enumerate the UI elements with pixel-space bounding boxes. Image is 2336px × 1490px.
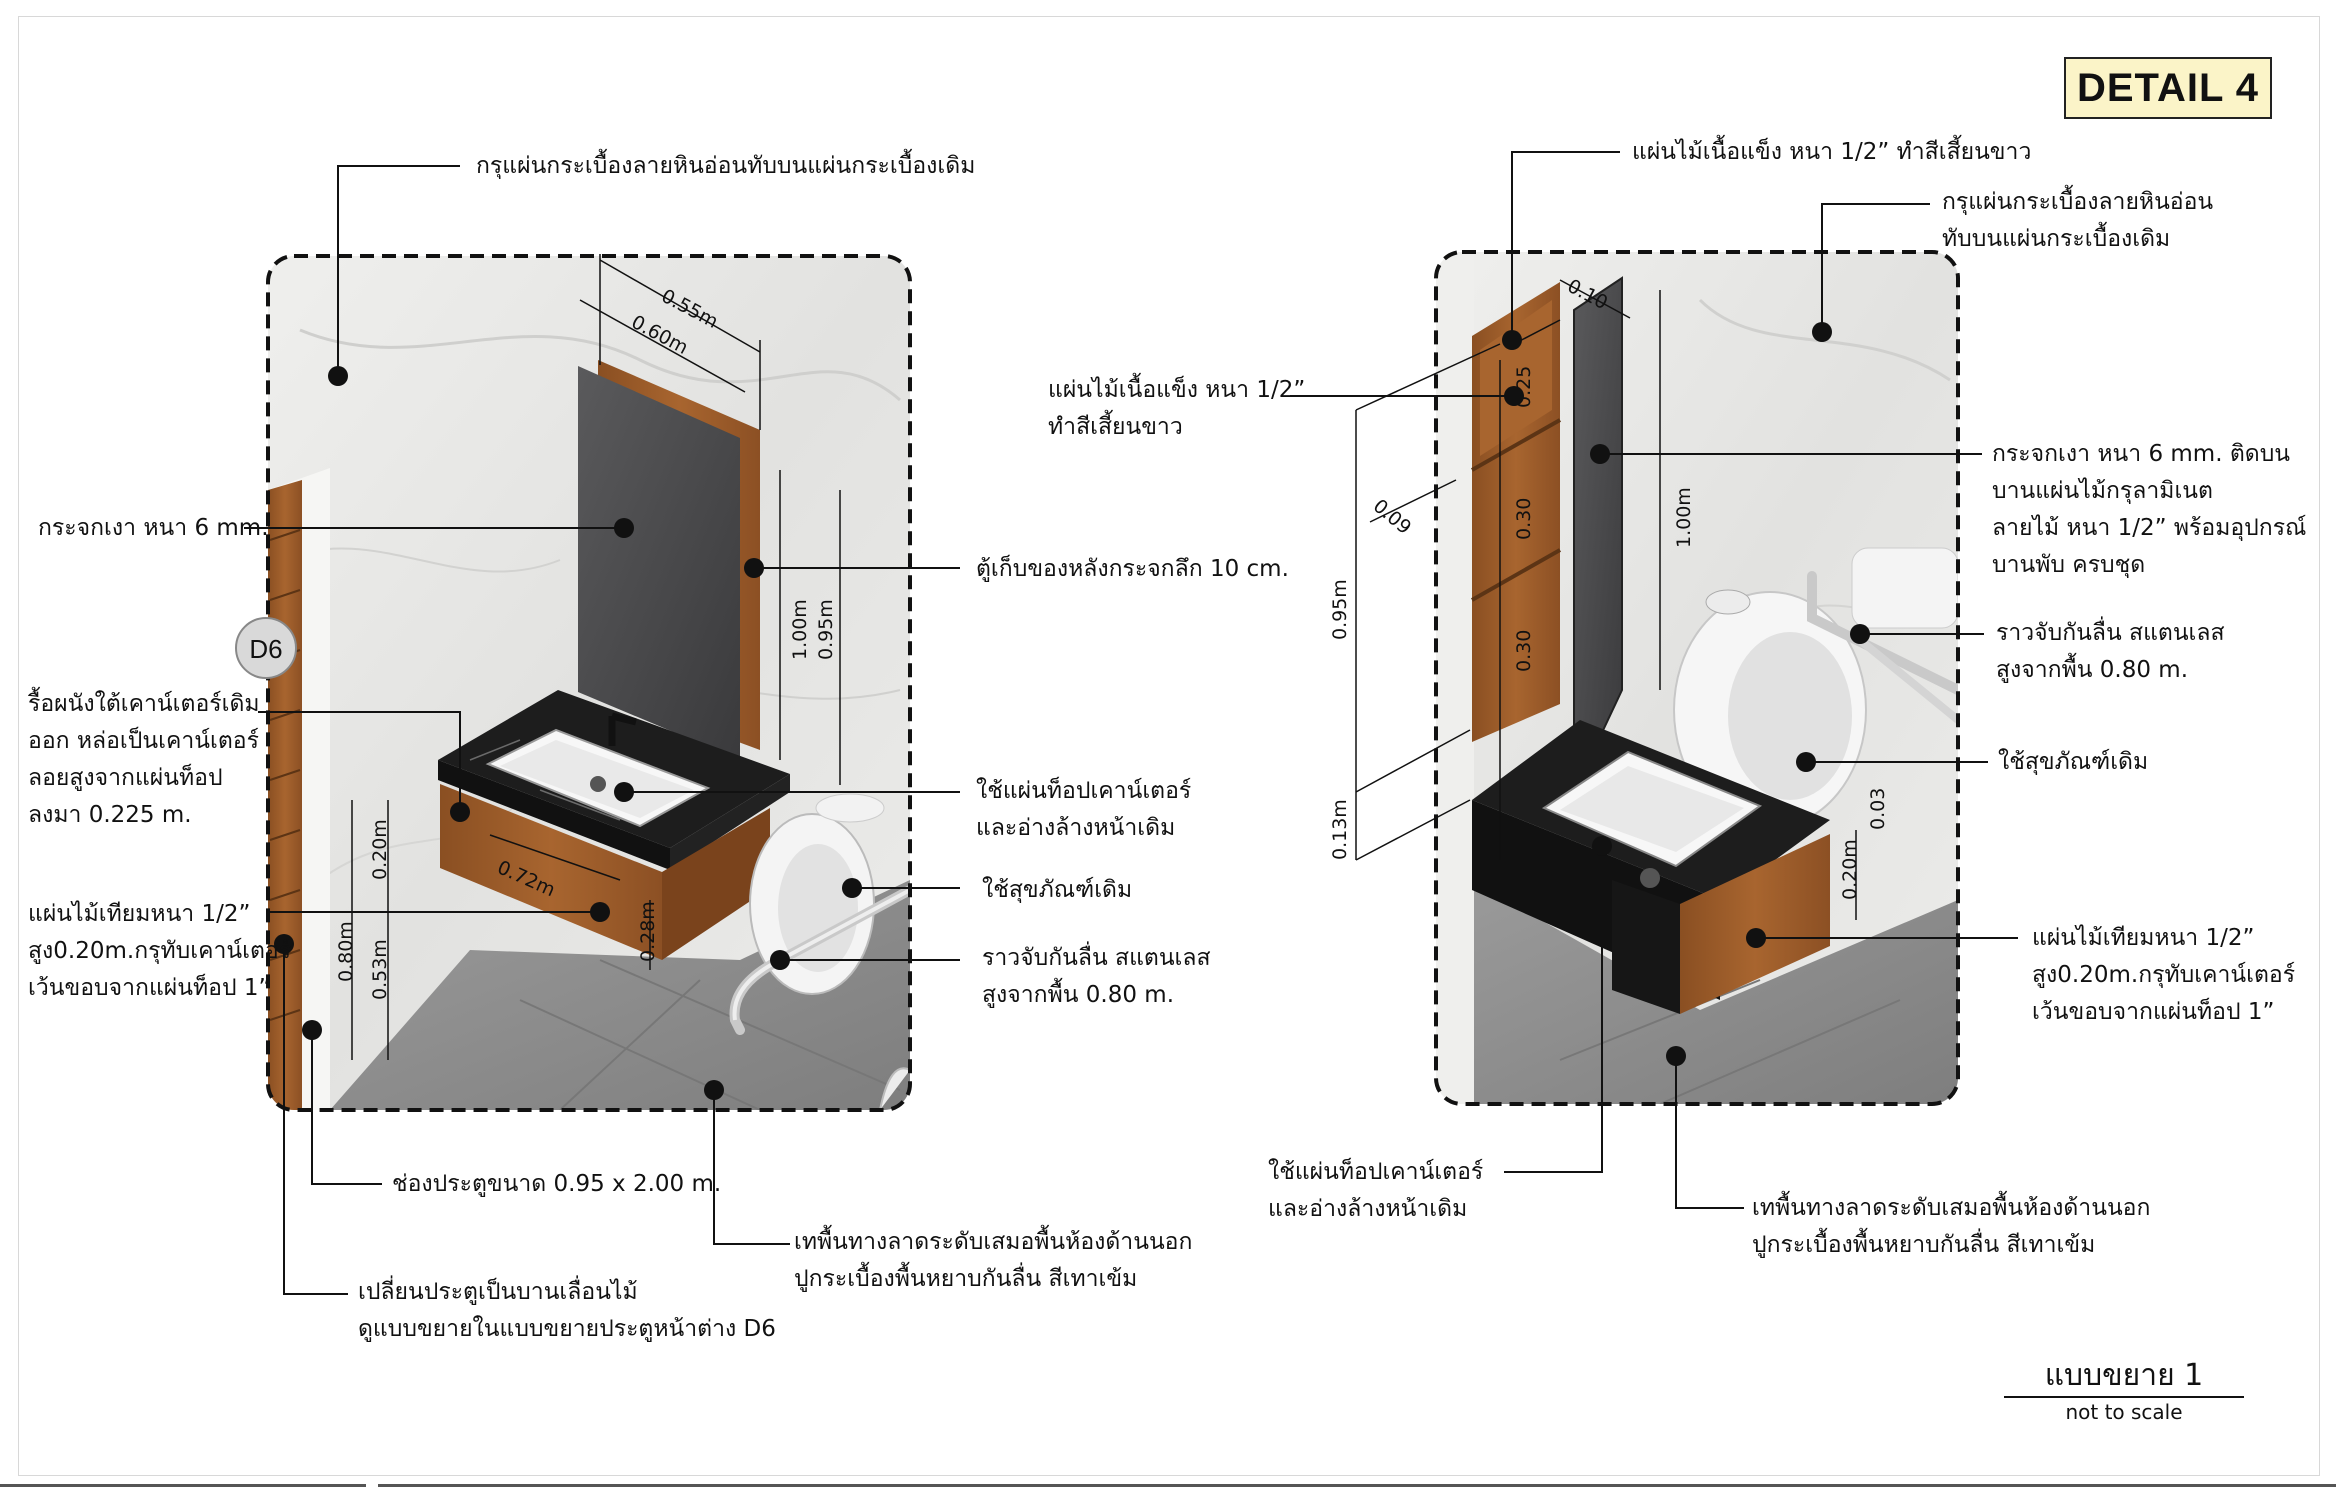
- dim-053: 0.53m: [369, 939, 391, 1000]
- left-leader-dots: [274, 366, 862, 1100]
- label-left-veneer: แผ่นไม้เทียมหนา 1/2” สูง0.20m.กรุทับเคาน…: [28, 901, 292, 1001]
- left-view-frame: [266, 254, 912, 1112]
- right-dimensions: [1355, 279, 1857, 920]
- label-left-door-opening: ช่องประตูขนาด 0.95 x 2.00 m.: [392, 1171, 722, 1197]
- scale-subtitle: not to scale: [2065, 1400, 2183, 1424]
- scale-underline: [2004, 1396, 2244, 1398]
- label-right-grab-bar: ราวจับกันลื่น สแตนเลส สูงจากพื้น 0.80 m.: [1996, 620, 2225, 683]
- left-dimensions: [351, 254, 841, 1060]
- bottom-rule-right: [378, 1484, 2336, 1487]
- label-right-hardwood-side: แผ่นไม้เนื้อแข็ง หนา 1/2” ทำสีเสี้ยนขาว: [1048, 377, 1306, 440]
- dim-r-009: 0.09: [1369, 495, 1416, 539]
- right-view-frame: [1434, 250, 1960, 1106]
- label-right-mirror: กระจกเงา หนา 6 mm. ติดบน บานแผ่นไม้กรุลา…: [1992, 441, 2307, 578]
- dim-r-030a: 0.30: [1513, 498, 1535, 540]
- toilet-tank: [1851, 547, 1958, 629]
- dim-r-020: 0.20m: [1839, 839, 1861, 900]
- left-view: [268, 256, 910, 1110]
- label-left-countertop: ใช้แผ่นท็อปเคาน์เตอร์ และอ่างล้างหน้าเดิ…: [976, 778, 1192, 841]
- grab-bar-right: [1807, 571, 1958, 695]
- right-dimension-text: 0.10 0.25 0.30 0.30 1.00m 0.09 0.95m 0.1…: [1329, 275, 1889, 900]
- label-left-sanitary: ใช้สุขภัณฑ์เดิม: [982, 877, 1133, 903]
- dim-095: 0.95m: [815, 599, 837, 660]
- dim-r-100: 1.00m: [1673, 487, 1695, 548]
- dim-020: 0.20m: [369, 819, 391, 880]
- dim-028: 0.28m: [637, 901, 659, 962]
- label-right-hardwood-top: แผ่นไม้เนื้อแข็ง หนา 1/2” ทำสีเสี้ยนขาว: [1632, 139, 2032, 165]
- mirror: [578, 366, 740, 760]
- left-leaders: [244, 165, 960, 1295]
- label-left-marble: กรุแผ่นกระเบื้องลายหินอ่อนทับบนแผ่นกระเบ…: [476, 153, 976, 179]
- dim-080: 0.80m: [335, 921, 357, 982]
- d6-badge: [235, 617, 297, 679]
- dim-r-013: 0.13m: [1329, 799, 1351, 860]
- detail-title: DETAIL 4: [2064, 57, 2272, 119]
- label-right-countertop: ใช้แผ่นท็อปเคาน์เตอร์ และอ่างล้างหน้าเดิ…: [1268, 1159, 1484, 1222]
- dim-r-095: 0.95m: [1329, 579, 1351, 640]
- right-view: [1436, 252, 1958, 1104]
- label-left-sliding-door: เปลี่ยนประตูเป็นบานเลื่อนไม้ ดูแบบขยายใน…: [358, 1279, 776, 1342]
- label-left-mirror: กระจกเงา หนา 6 mm.: [38, 515, 269, 541]
- label-right-veneer: แผ่นไม้เทียมหนา 1/2” สูง0.20m.กรุทับเคาน…: [2032, 925, 2296, 1025]
- label-right-marble: กรุแผ่นกระเบื้องลายหินอ่อน ทับบนแผ่นกระเ…: [1942, 189, 2214, 252]
- scale-title: แบบขยาย 1: [2044, 1358, 2204, 1393]
- right-leader-dots: [1502, 322, 1870, 1066]
- faucet: [608, 712, 637, 746]
- right-leaders: [1290, 151, 2018, 1209]
- floor-tile: [330, 880, 910, 1110]
- label-right-floor: เทพื้นทางลาดระดับเสมอพื้นห้องด้านนอก ปูก…: [1752, 1195, 2151, 1258]
- d6-badge-text: D6: [249, 634, 282, 664]
- counter-veneer-right: [1680, 834, 1830, 1014]
- dim-r-030b: 0.30: [1513, 630, 1535, 672]
- sheet-border: [18, 16, 2320, 1476]
- dim-100: 1.00m: [789, 599, 811, 660]
- label-right-sanitary: ใช้สุขภัณฑ์เดิม: [1998, 749, 2149, 775]
- label-left-grab-bar: ราวจับกันลื่น สแตนเลส สูงจากพื้น 0.80 m.: [982, 945, 1211, 1008]
- label-left-floor: เทพื้นทางลาดระดับเสมอพื้นห้องด้านนอก ปูก…: [794, 1229, 1193, 1292]
- label-left-cabinet: ตู้เก็บของหลังกระจกลึก 10 cm.: [976, 556, 1289, 582]
- mirror-door: [1573, 276, 1623, 793]
- dim-r-003: 0.03: [1867, 788, 1889, 830]
- label-left-remove-wall: รื้อผนังใต้เคาน์เตอร์เดิม ออก หล่อเป็นเค…: [28, 691, 260, 828]
- bottom-rule-left: [0, 1484, 366, 1487]
